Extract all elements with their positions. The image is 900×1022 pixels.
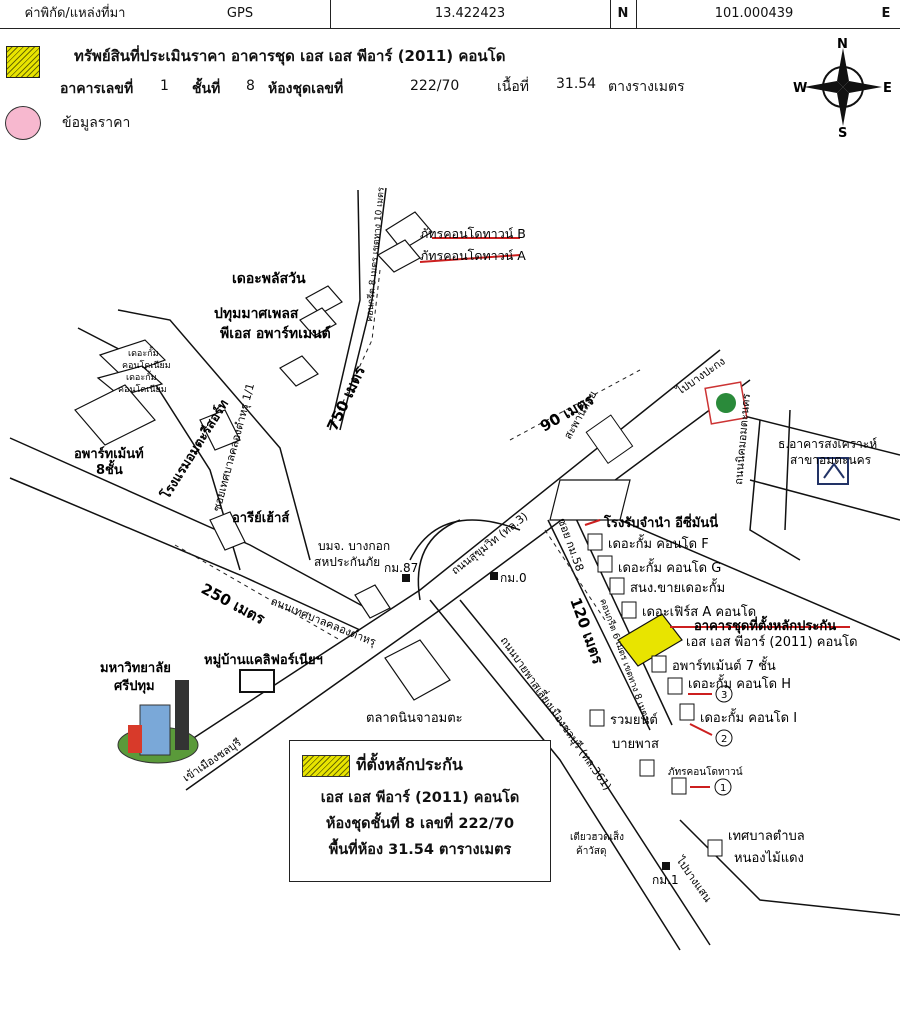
label-gum-office: สนง.ขายเดอะกั้ม — [630, 578, 725, 596]
label-gum-i: เดอะกั้ม คอนโด I — [700, 708, 797, 726]
caption-title: ที่ตั้งหลักประกัน — [356, 755, 463, 774]
label-sukhumvit: ถนนสุขุมวิท (ทล.3) — [449, 510, 530, 578]
caption-line-1: เอส เอส พีอาร์ (2011) คอนโด — [320, 790, 520, 806]
label-subject-2: เอส เอส พีอาร์ (2011) คอนโด — [686, 634, 858, 650]
unit-label: ห้องชุดเลขที่ — [268, 81, 344, 97]
coord-source: GPS — [226, 6, 254, 21]
label-n3: 3 — [721, 690, 727, 701]
label-hardware-2: ค้าวัสดุ — [576, 845, 607, 857]
coord-label: ค่าพิกัด/แหล่งที่มา — [24, 6, 126, 21]
subject-swatch — [6, 46, 40, 78]
label-subject-1: อาคารชุดที่ตั้งหลักประกัน — [694, 615, 836, 634]
label-km1: กม.1 — [652, 873, 679, 887]
label-market: ตลาดนินจาอมตะ — [366, 711, 463, 726]
label-gum-b: คอนโดเนียม — [122, 360, 171, 371]
label-bank-1: ธ.อาคารสงเคราะห์ — [778, 437, 877, 451]
label-univ-2: ศรีปทุม — [114, 678, 155, 694]
area-value: 31.54 — [556, 76, 597, 92]
label-univ-1: มหาวิทยาลัย — [100, 661, 171, 676]
label-hardware-1: เตียวฮวดเส็ง — [570, 829, 624, 843]
label-pattra-b: ภัทรคอนโดทาวน์ B — [420, 226, 526, 241]
label-km0: กม.0 — [500, 571, 527, 585]
label-bypass-shop: บายพาส — [612, 737, 659, 752]
price-data-dot — [5, 106, 41, 140]
longitude-value: 101.000439 — [714, 6, 794, 21]
caption-line-3: พื้นที่ห้อง 31.54 ตารางเมตร — [328, 842, 512, 858]
label-pathum: ปทุมมาศเพลส — [214, 306, 299, 322]
area-unit: ตางรางเมตร — [608, 79, 685, 95]
label-gum-d: คอนโดเนียม — [118, 384, 167, 395]
label-bangkok-1: บมจ. บางกอก — [318, 539, 390, 553]
label-ruam: รวมยนต์ — [610, 712, 658, 728]
caption-line-2: ห้องชุดชั้นที่ 8 เลขที่ 222/70 — [325, 816, 515, 832]
floor-no: 8 — [246, 78, 255, 94]
unit-no: 222/70 — [410, 78, 460, 94]
label-pawnshop: โรงรับจำนำ อีซี่มันนี่ — [603, 513, 718, 531]
label-first-a: เดอะเฟิร์ส A คอนโด — [642, 604, 756, 620]
label-tessaban-2: หนองไม้แดง — [734, 850, 804, 866]
label-ps-apartment: พีเอส อพาร์ทเมนต์ — [220, 325, 331, 342]
label-n1: 1 — [720, 783, 726, 794]
longitude-direction: E — [881, 6, 891, 21]
label-apartment8b: 8ชั้น — [96, 459, 123, 478]
compass-e: E — [883, 81, 892, 96]
label-dist-750: 750 เมตร — [323, 362, 369, 433]
label-dist-250: 250 เมตร — [198, 580, 269, 629]
label-pattra-a: ภัทรคอนโดทาวน์ A — [420, 248, 526, 263]
label-bangkok-2: สหประกันภัย — [314, 555, 380, 569]
location-map: ภัทรคอนโดทาวน์ B ภัทรคอนโดทาวน์ A เดอะพล… — [9, 187, 900, 951]
compass-rose-icon: N S W E — [793, 37, 892, 138]
label-aree-house: อารีย์เฮ้าส์ — [232, 510, 289, 526]
label-bank-2: สาขาอมตะนคร — [790, 453, 872, 467]
label-gum-c: เดอะกั้ม — [126, 370, 157, 383]
caption-swatch — [302, 755, 350, 777]
label-plus-one: เดอะพลัสวัน — [232, 271, 306, 287]
coordinate-header: ค่าพิกัด/แหล่งที่มา GPS 13.422423 N 101.… — [0, 0, 900, 29]
collateral-caption-box: ที่ตั้งหลักประกัน เอส เอส พีอาร์ (2011) … — [289, 740, 551, 882]
building-no: 1 — [160, 78, 169, 94]
label-gum-f: เดอะกั้ม คอนโด F — [608, 534, 709, 552]
label-n2: 2 — [721, 734, 727, 745]
price-data-label: ข้อมูลราคา — [62, 115, 131, 131]
label-village: หมู่บ้านแคลิฟอร์เนียฯ — [204, 652, 323, 668]
label-km87: กม.87 — [384, 561, 418, 575]
label-gum-h: เดอะกั้ม คอนโด H — [688, 674, 791, 692]
area-label: เนื้อที่ — [497, 79, 529, 95]
label-gum-a: เดอะกั้ม — [128, 346, 159, 359]
latitude-value: 13.422423 — [434, 6, 506, 21]
label-apartment8: อพาร์ทเม้นท์ — [74, 446, 144, 462]
compass-s: S — [838, 126, 847, 138]
floor-label: ชั้นที่ — [192, 81, 221, 97]
label-tessaban-1: เทศบาลตำบล — [728, 829, 805, 844]
label-apartment7: อพาร์ทเม้นต์ 7 ชั้น — [672, 656, 776, 674]
label-gum-g: เดอะกั้ม คอนโด G — [618, 558, 721, 576]
compass-n: N — [837, 37, 848, 52]
building-label: อาคารเลขที่ — [60, 81, 134, 97]
label-pattra-condo: ภัทรคอนโดทาวน์ — [668, 765, 743, 778]
subject-building — [617, 613, 683, 667]
compass-w: W — [793, 81, 807, 96]
latitude-direction: N — [617, 6, 629, 21]
legend-title: ทรัพย์สินที่ประเมินราคา อาคารชุด เอส เอส… — [74, 47, 506, 65]
